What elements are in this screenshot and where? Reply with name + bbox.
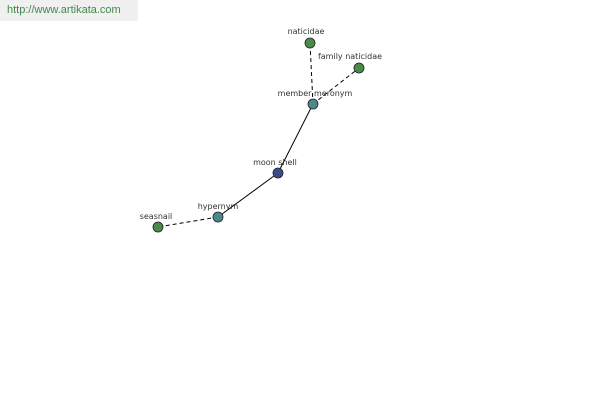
- node-member-meronym[interactable]: [307, 98, 319, 110]
- node-family-naticidae[interactable]: [353, 62, 365, 74]
- node-moon-shell[interactable]: [272, 167, 284, 179]
- label-naticidae: naticidae: [288, 27, 325, 36]
- node-hypernym[interactable]: [212, 211, 224, 223]
- edge-membermeronym-familynaticidae: [312, 67, 360, 105]
- edge-moonshell-hypernym: [217, 172, 279, 218]
- edge-membermeronym-naticidae: [309, 42, 314, 105]
- node-seasnail[interactable]: [152, 221, 164, 233]
- label-moon-shell: moon shell: [253, 158, 297, 167]
- watermark-bar: http://www.artikata.com: [0, 0, 138, 21]
- node-naticidae[interactable]: [304, 37, 316, 49]
- edge-moonshell-membermeronym: [277, 103, 314, 174]
- edge-hypernym-seasnail: [157, 216, 219, 228]
- label-hypernym: hypernym: [198, 202, 239, 211]
- label-seasnail: seasnail: [140, 212, 173, 221]
- watermark-url[interactable]: http://www.artikata.com: [7, 4, 121, 16]
- label-family-naticidae: family naticidae: [318, 52, 382, 61]
- label-member-meronym: member meronym: [278, 89, 353, 98]
